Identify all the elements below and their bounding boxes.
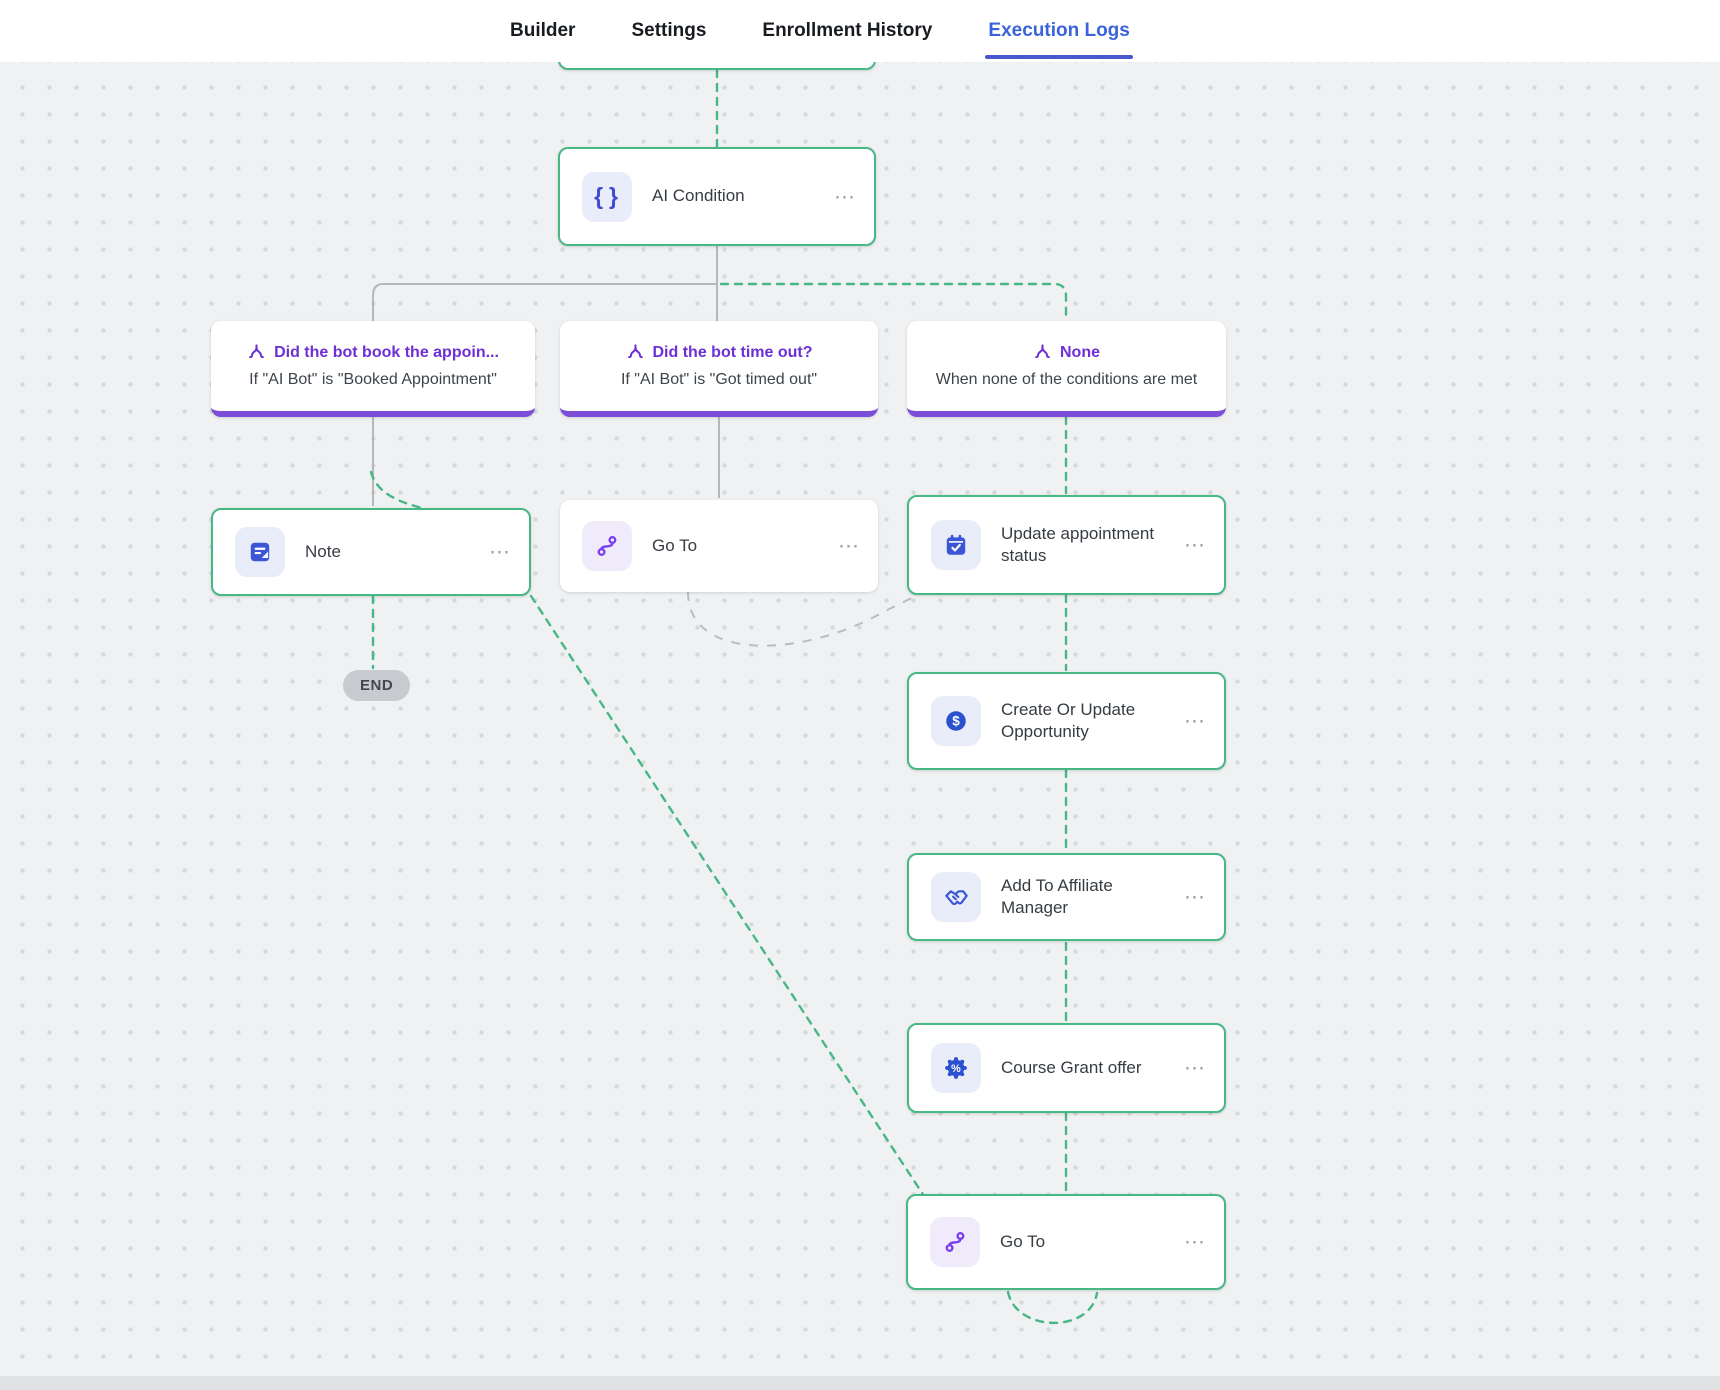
node-label: Go To — [652, 535, 698, 555]
end-badge: END — [343, 670, 411, 701]
node-label: Go To — [1000, 1231, 1046, 1251]
canvas-bottom-strip — [0, 1376, 1720, 1390]
branch-icon — [627, 344, 643, 359]
branch-title: Did the bot book the appoin... — [274, 343, 499, 361]
top-nav: Builder Settings Enrollment History Exec… — [0, 0, 1720, 62]
more-options-icon[interactable]: ⋯ — [1184, 1056, 1206, 1080]
ai-condition-node[interactable]: { } AI Condition ⋯ — [558, 147, 876, 246]
branch-icon — [1035, 344, 1050, 359]
dollar-icon: $ — [931, 696, 981, 746]
branch-subtitle: If "AI Bot" is "Booked Appointment" — [249, 371, 497, 388]
tab-execution-logs[interactable]: Execution Logs — [985, 0, 1134, 62]
node-label: Course Grant offer — [1001, 1057, 1142, 1077]
handshake-icon — [931, 872, 981, 922]
node-label: Create Or Update Opportunity — [1001, 699, 1136, 741]
badge-percent-icon: % — [931, 1043, 981, 1093]
branch-subtitle: When none of the conditions are met — [935, 371, 1198, 388]
node-label: Note — [305, 541, 341, 561]
goto-node[interactable]: Go To ⋯ — [560, 500, 878, 592]
branch-subtitle: If "AI Bot" is "Got timed out" — [620, 371, 818, 388]
note-icon — [235, 527, 285, 577]
route-icon — [582, 521, 632, 571]
more-options-icon[interactable]: ⋯ — [1184, 709, 1206, 733]
more-options-icon[interactable]: ⋯ — [1184, 533, 1206, 557]
branch-card-none[interactable]: None When none of the conditions are met — [907, 321, 1226, 417]
svg-text:%: % — [951, 1063, 961, 1075]
workflow-tabs: Builder Settings Enrollment History Exec… — [510, 0, 1134, 62]
update-appointment-status-node[interactable]: Update appointment status ⋯ — [907, 495, 1226, 595]
more-options-icon[interactable]: ⋯ — [834, 185, 856, 208]
route-icon — [930, 1217, 980, 1267]
node-label: Add To Affiliate Manager — [1001, 875, 1113, 917]
branch-card-timed-out[interactable]: Did the bot time out? If "AI Bot" is "Go… — [560, 321, 878, 417]
tab-builder[interactable]: Builder — [510, 20, 576, 41]
braces-icon: { } — [582, 171, 632, 222]
node-label: Update appointment status — [1001, 523, 1155, 565]
workflow-canvas[interactable] — [0, 62, 1720, 1376]
branch-title: Did the bot time out? — [652, 343, 813, 361]
note-node[interactable]: Note ⋯ — [211, 508, 531, 596]
course-grant-offer-node[interactable]: % Course Grant offer ⋯ — [907, 1023, 1226, 1113]
branch-card-booked-appointment[interactable]: Did the bot book the appoin... If "AI Bo… — [211, 321, 535, 417]
svg-text:$: $ — [952, 714, 960, 729]
tab-settings[interactable]: Settings — [631, 20, 707, 41]
calendar-check-icon — [931, 520, 981, 570]
more-options-icon[interactable]: ⋯ — [838, 534, 860, 558]
branch-title: None — [1060, 343, 1100, 361]
more-options-icon[interactable]: ⋯ — [1184, 885, 1206, 909]
node-label: AI Condition — [652, 186, 745, 206]
create-or-update-opportunity-node[interactable]: $ Create Or Update Opportunity ⋯ — [907, 672, 1226, 770]
goto-bottom-node[interactable]: Go To ⋯ — [906, 1194, 1226, 1290]
tab-enrollment-history[interactable]: Enrollment History — [762, 20, 933, 41]
branch-icon — [249, 344, 264, 359]
more-options-icon[interactable]: ⋯ — [1184, 1230, 1206, 1254]
add-to-affiliate-manager-node[interactable]: Add To Affiliate Manager ⋯ — [907, 853, 1226, 941]
more-options-icon[interactable]: ⋯ — [489, 540, 511, 564]
